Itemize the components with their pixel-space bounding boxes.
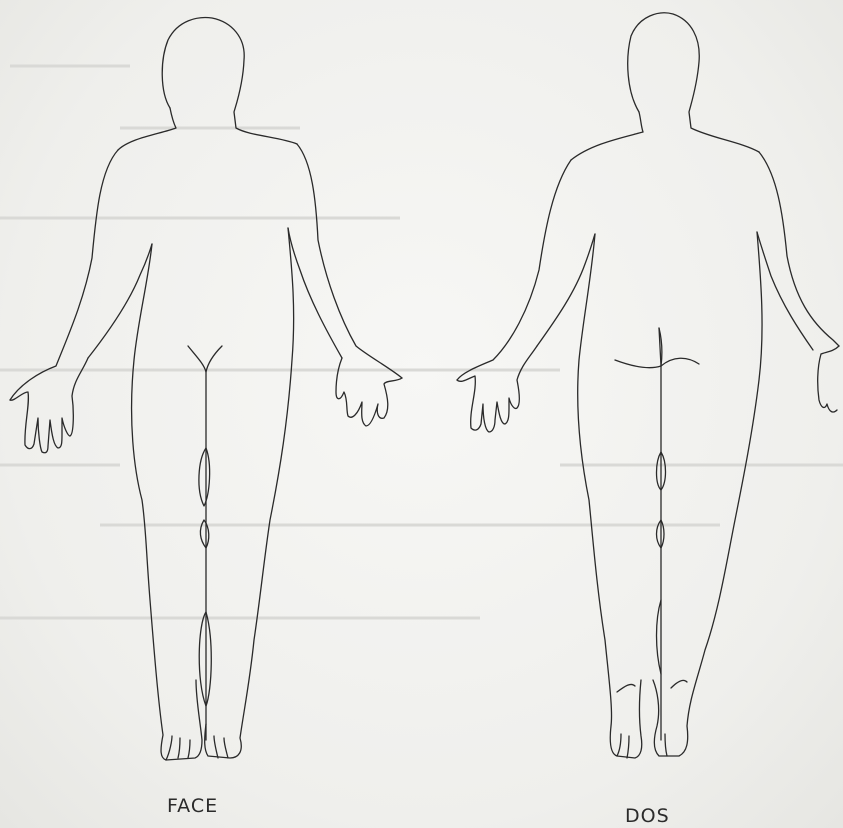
body-back-view: DOS: [421, 0, 842, 828]
body-front-view: FACE: [0, 0, 421, 828]
back-view-caption: DOS: [625, 805, 670, 827]
front-view-caption: FACE: [167, 795, 218, 817]
human-body-front-outline-icon: [0, 0, 421, 828]
human-body-back-outline-icon: [421, 0, 842, 828]
